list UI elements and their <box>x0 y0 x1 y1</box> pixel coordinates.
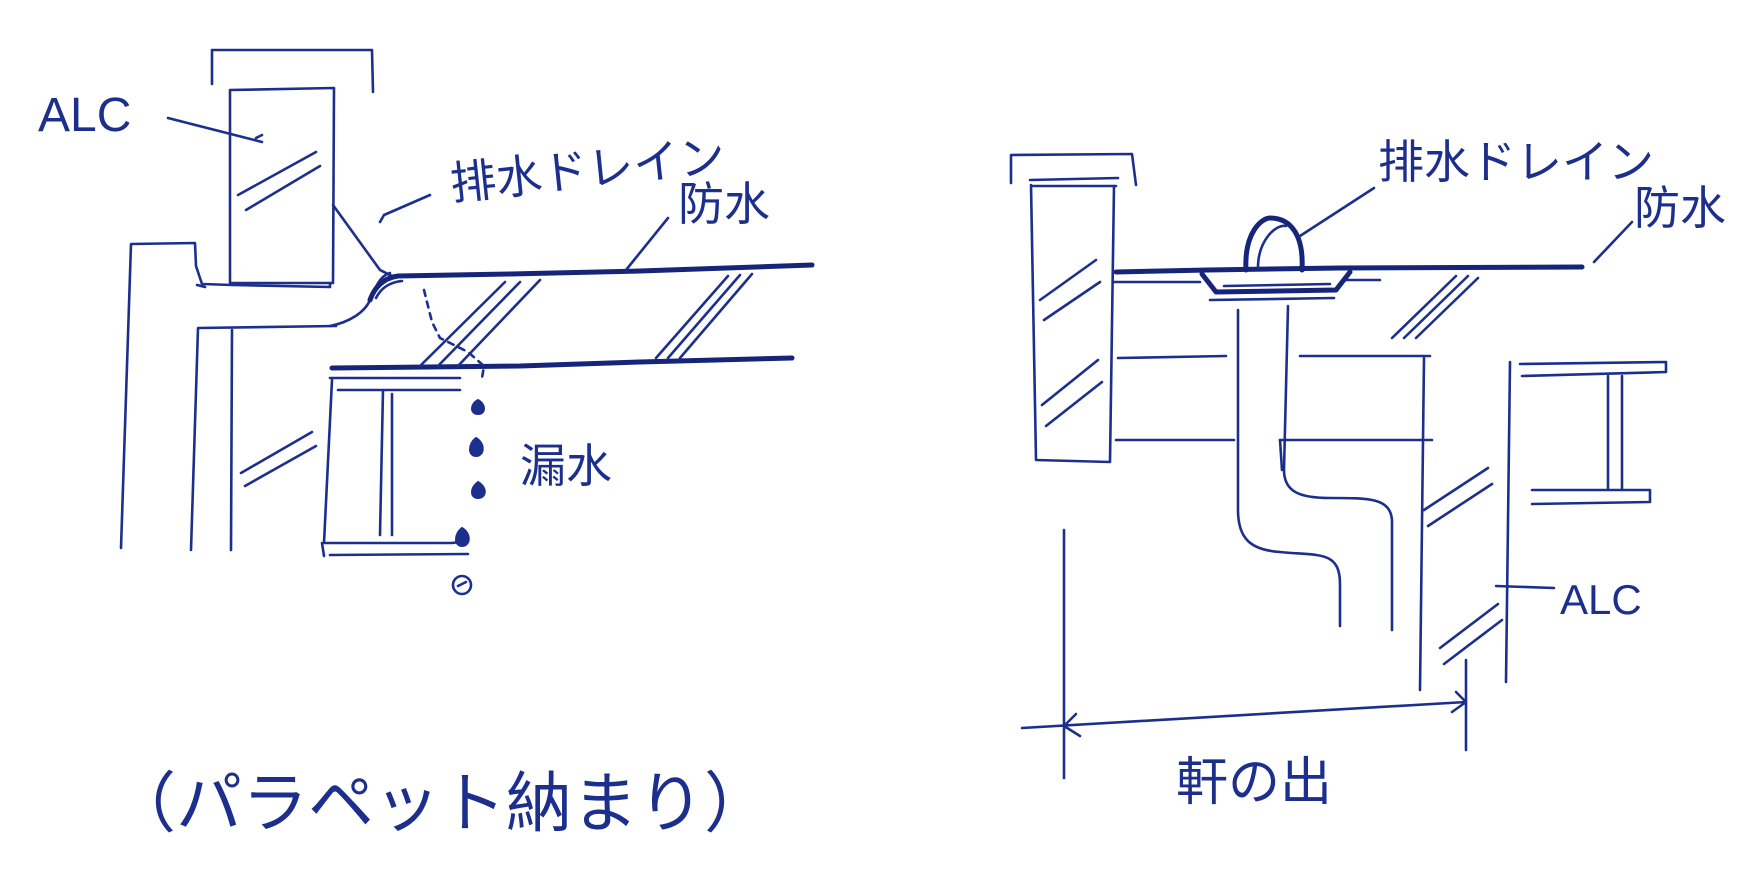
leader-waterproof <box>624 216 670 272</box>
parapet-coping-right <box>1009 152 1138 187</box>
water-drop-icon <box>469 436 484 458</box>
dimension-line <box>1020 528 1468 780</box>
drop-inner <box>456 580 468 588</box>
drain-dome-rib <box>1256 224 1288 270</box>
label-waterproof-left: 防水 <box>678 177 770 231</box>
ceiling-box <box>320 378 470 558</box>
waterproof-membrane-right <box>1113 264 1585 275</box>
slab-bottom <box>329 355 795 371</box>
water-drop-icon <box>471 398 485 416</box>
leak-path <box>422 288 486 380</box>
label-eaves: 軒の出 <box>1176 753 1332 813</box>
slab-hatch-right <box>1390 274 1480 340</box>
leak-drops <box>451 398 486 596</box>
exterior-wall <box>119 241 332 550</box>
label-waterproof-right: 防水 <box>1634 181 1726 235</box>
leader-drain-right <box>1298 186 1376 238</box>
alc-wall-panel <box>1029 183 1116 464</box>
slab-bottom-right <box>1116 354 1432 360</box>
leader-alc-right <box>1494 584 1556 590</box>
parapet-drain-fillet <box>328 203 394 328</box>
waterproof-fold <box>374 279 404 300</box>
water-drop-icon <box>451 574 473 596</box>
waterproof-membrane <box>367 262 815 303</box>
leader-alc <box>166 116 264 144</box>
water-drop-icon <box>455 526 470 548</box>
label-drain-right: 排水ドレイン <box>1378 135 1654 189</box>
wall-step <box>195 283 207 289</box>
alc-panel-hatch <box>1038 258 1104 428</box>
drain-sump <box>1199 269 1353 295</box>
leader-waterproof-right <box>1592 220 1634 264</box>
label-alc-left: ALC <box>38 89 131 142</box>
exterior-wall-inner <box>189 324 338 552</box>
drain-sump-inner <box>1208 282 1336 302</box>
lower-wall-line <box>229 328 234 552</box>
leader-drain <box>378 193 432 224</box>
water-drop-icon <box>471 480 486 500</box>
left-detail-parapet: ALC 排水ドレイン 防水 漏水 （パラペット納まり） <box>38 48 815 842</box>
alc-parapet-panel <box>228 86 336 285</box>
label-leak: 漏水 <box>520 439 612 493</box>
steel-beam <box>1518 360 1668 506</box>
dimension-arrow-right <box>1450 690 1468 714</box>
eaves-wall <box>1418 356 1512 692</box>
coping-top-detail <box>1028 176 1120 188</box>
right-detail-eaves: 排水ドレイン 防水 ALC 軒の出 <box>1009 135 1726 813</box>
eaves-hatch <box>1422 466 1504 666</box>
parapet-coping <box>210 48 375 94</box>
slab-top-thin <box>1112 278 1382 284</box>
caption-parapet: （パラペット納まり） <box>110 765 770 842</box>
drain-dome <box>1243 215 1305 273</box>
slab-hatch <box>418 272 754 368</box>
alc-hatch <box>236 133 322 212</box>
drain-pipe <box>1236 304 1394 632</box>
beam-soffit <box>1278 438 1284 472</box>
lower-wall-hatch <box>239 430 318 488</box>
label-alc-right: ALC <box>1560 576 1642 623</box>
dimension-arrow-left <box>1062 712 1082 738</box>
